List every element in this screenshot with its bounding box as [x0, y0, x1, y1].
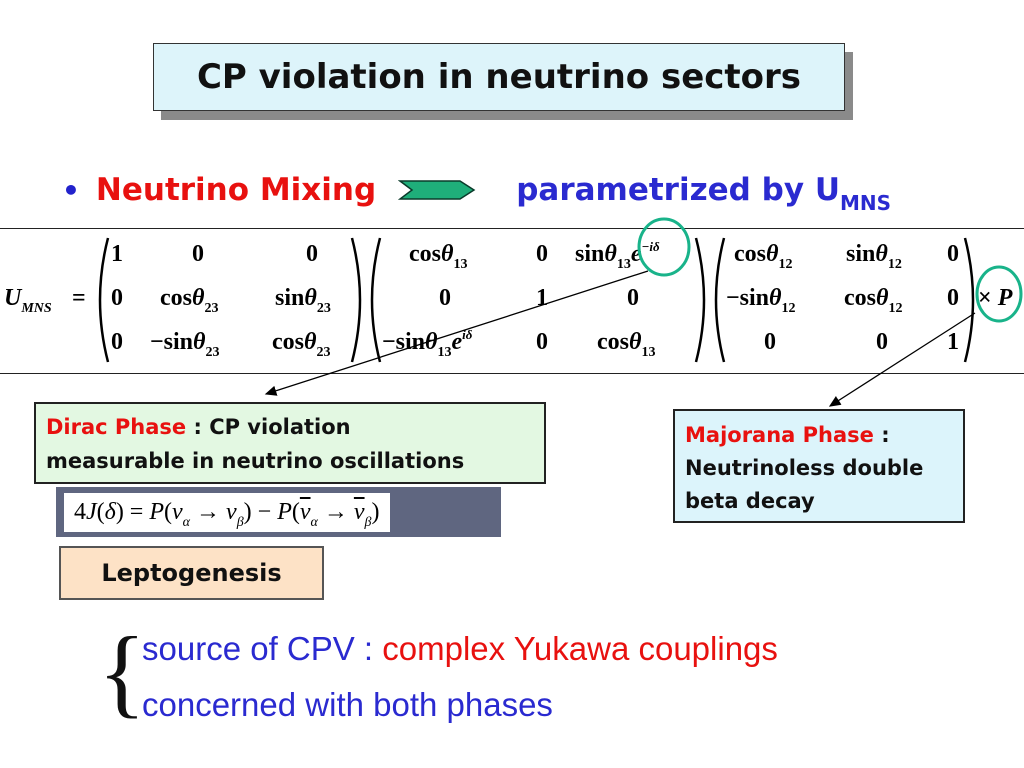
m2-r2c3: 0: [627, 285, 639, 311]
dirac-line1: Dirac Phase : CP violation: [46, 410, 534, 444]
leptogenesis-box: Leptogenesis: [59, 546, 324, 600]
m3-r2c1: −sinθ12: [726, 285, 796, 316]
majorana-colon: :: [873, 423, 890, 447]
m2-r3c2: 0: [536, 329, 548, 355]
m1-r2c2: cosθ23: [160, 285, 219, 316]
m1-r2c3: sinθ23: [275, 285, 331, 316]
matrix-brackets: [98, 237, 975, 363]
umns-lhs: UMNS: [4, 285, 52, 316]
majorana-phase-label: Majorana Phase: [685, 423, 874, 447]
jarlskog-formula-box: 4J(δ) = P(να → νβ) − P(να → νβ): [56, 487, 501, 537]
umns-sub: MNS: [21, 301, 52, 316]
m3-r3c3: 1: [947, 329, 959, 355]
leptogenesis-label: Leptogenesis: [101, 559, 282, 587]
dirac-pointer-arrow: [264, 270, 649, 396]
umns-symbol: U: [4, 285, 22, 311]
parametrized-label: parametrized by UMNS: [516, 172, 891, 215]
majorana-line3: beta decay: [685, 489, 815, 513]
slide-title: CP violation in neutrino sectors: [153, 43, 845, 111]
source-highlight: complex Yukawa couplings: [382, 630, 778, 667]
m3-r1c3: 0: [947, 241, 959, 267]
m3-r2c3: 0: [947, 285, 959, 311]
m1-r2c1: 0: [111, 285, 123, 311]
majorana-line1: Majorana Phase :: [685, 419, 953, 452]
m2-r1c1: cosθ13: [409, 241, 468, 272]
jarlskog-formula: 4J(δ) = P(να → νβ) − P(να → νβ): [64, 492, 390, 532]
m3-r2c2: cosθ12: [844, 285, 903, 316]
right-arrow-icon: [398, 180, 476, 200]
m2-r2c1: 0: [439, 285, 451, 311]
times-p: × P: [978, 285, 1013, 311]
dirac-highlight-circle: [637, 217, 691, 277]
majorana-line2: Neutrinoless double: [685, 456, 924, 480]
neutrino-mixing-label: Neutrino Mixing: [95, 172, 377, 208]
dirac-colon-text: : CP violation: [186, 415, 351, 439]
dirac-phase-label: Dirac Phase: [46, 415, 187, 439]
majorana-phase-box: Majorana Phase : Neutrinoless double bet…: [673, 409, 965, 523]
majorana-pointer-arrow: [828, 312, 976, 407]
source-prefix: source of CPV :: [142, 630, 383, 667]
bullet-marker: •: [62, 173, 80, 207]
dirac-phase-box: Dirac Phase : CP violation measurable in…: [34, 402, 546, 484]
m1-r3c3: cosθ23: [272, 329, 331, 360]
matrix-bottom-rule: [0, 373, 1024, 374]
parametrized-text: parametrized by U: [516, 172, 840, 208]
m3-r3c2: 0: [876, 329, 888, 355]
matrix-top-rule: [0, 228, 1024, 229]
majorana-highlight-circle: [975, 265, 1023, 323]
m1-r3c2: −sinθ23: [150, 329, 220, 360]
m1-r3c1: 0: [111, 329, 123, 355]
dirac-line2: measurable in neutrino oscillations: [46, 449, 465, 473]
m1-r1c2: 0: [192, 241, 204, 267]
m3-r1c2: sinθ12: [846, 241, 902, 272]
m2-r1c2: 0: [536, 241, 548, 267]
m1-r1c3: 0: [306, 241, 318, 267]
m2-r3c3: cosθ13: [597, 329, 656, 360]
m1-r1c1: 1: [111, 241, 123, 267]
m3-r1c1: cosθ12: [734, 241, 793, 272]
curly-brace-icon: {: [98, 616, 146, 727]
parametrized-sub: MNS: [840, 191, 892, 215]
m2-r3c1: −sinθ13eiδ: [382, 327, 473, 360]
m3-r3c1: 0: [764, 329, 776, 355]
equals-sign: =: [72, 285, 86, 311]
source-cpv-line: source of CPV : complex Yukawa couplings: [142, 630, 778, 668]
source-line2: concerned with both phases: [142, 686, 553, 723]
bullet-line: • Neutrino Mixing parametrized by UMNS: [62, 165, 891, 215]
m2-r1c3: sinθ13e−iδ: [575, 239, 660, 272]
slide-title-text: CP violation in neutrino sectors: [196, 57, 802, 97]
